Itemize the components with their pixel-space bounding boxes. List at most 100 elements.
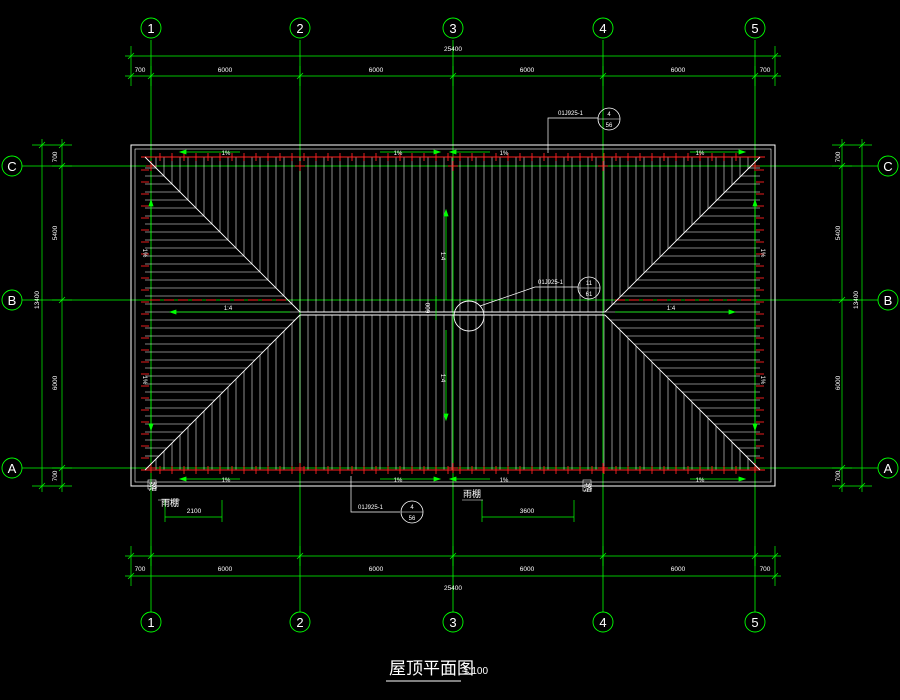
axis-bubble-top-5 bbox=[744, 17, 766, 39]
dim-tick-left-seg bbox=[58, 464, 66, 472]
left-dim-seg-1: 700 bbox=[52, 151, 59, 162]
dim-tick-bottom-overall bbox=[127, 572, 135, 580]
left-dim-seg-3: 6000 bbox=[52, 375, 59, 390]
right-dim-seg-2: 5400 bbox=[835, 225, 842, 240]
canopy-dim-right: 3600 bbox=[520, 508, 535, 515]
top-dim-seg-4: 6000 bbox=[520, 67, 535, 74]
axis-bubble-top-2 bbox=[289, 17, 311, 39]
arrow-roof-bottom-head bbox=[443, 413, 449, 422]
axis-bubble-left-C bbox=[1, 155, 23, 177]
arrow-eave-left-2-head bbox=[148, 423, 154, 432]
arrow-eave-bottom-1-head bbox=[178, 476, 187, 482]
dim-tick-left-seg bbox=[58, 296, 66, 304]
top-dim-seg-2: 6000 bbox=[218, 67, 233, 74]
gutter-marks bbox=[141, 153, 765, 474]
top-dim-seg-6: 700 bbox=[760, 67, 771, 74]
axis-label-left-B: B bbox=[8, 293, 17, 308]
arrow-roof-left-head bbox=[168, 309, 177, 315]
dim-tick-left-overall bbox=[38, 482, 46, 490]
axis-label-right-A: A bbox=[884, 461, 893, 476]
dim-tick-bottom-overall bbox=[771, 572, 779, 580]
arrow-eave-right-2-head bbox=[752, 423, 758, 432]
callout-sheet: 56 bbox=[409, 516, 416, 522]
top-dim-seg-5: 6000 bbox=[671, 67, 686, 74]
axis-bubble-right-C bbox=[877, 155, 899, 177]
roof-outline bbox=[130, 144, 776, 487]
callout-num: 4 bbox=[410, 505, 414, 511]
dim-tick-bottom-seg bbox=[147, 552, 155, 560]
downpipe-label-right: 落 bbox=[583, 482, 592, 493]
slope-eave-left-1: 1% bbox=[141, 249, 147, 258]
dim-tick-right-overall bbox=[858, 141, 866, 149]
downpipe-label-left: 落 bbox=[148, 481, 157, 492]
dim-tick-right-seg bbox=[838, 464, 846, 472]
dim-tick-left-overall bbox=[38, 141, 46, 149]
callout-ref: 01J925-1 bbox=[358, 505, 384, 511]
dim-tick-right-overall bbox=[858, 482, 866, 490]
axis-label-top-2: 2 bbox=[296, 21, 303, 36]
slope-eave-top-1: 1% bbox=[222, 151, 231, 157]
dim-tick-bottom-seg bbox=[771, 552, 779, 560]
axis-label-right-B: B bbox=[884, 293, 893, 308]
dimension-lines bbox=[32, 46, 872, 586]
dim-tick-top-seg bbox=[751, 72, 759, 80]
downpipe-right bbox=[582, 479, 592, 492]
axis-label-bottom-1: 1 bbox=[147, 615, 154, 630]
dim-tick-bottom-seg bbox=[127, 552, 135, 560]
right-overall-dim: 13400 bbox=[853, 291, 860, 309]
axis-bubble-bottom-2 bbox=[289, 611, 311, 633]
dimension-texts: 25400 700 6000 6000 6000 6000 700 700 60… bbox=[34, 46, 860, 592]
axis-bubble-right-A bbox=[877, 457, 899, 479]
dim-tick-right-seg bbox=[838, 296, 846, 304]
callout-ref: 01J925-1 bbox=[558, 111, 584, 117]
axis-bubble-bottom-3 bbox=[442, 611, 464, 633]
dim-tick-top-seg bbox=[296, 72, 304, 80]
left-overall-dim: 13400 bbox=[34, 291, 41, 309]
callout-ref: 01J925-1 bbox=[538, 280, 564, 286]
callout-leader bbox=[479, 286, 536, 307]
left-dim-seg-2: 5400 bbox=[52, 225, 59, 240]
callout-section-circle bbox=[453, 300, 485, 332]
drawing-title: 屋顶平面图 1:100 bbox=[386, 659, 488, 682]
slope-eave-top-4: 1% bbox=[696, 151, 705, 157]
axis-label-bottom-3: 3 bbox=[449, 615, 456, 630]
axis-label-bottom-4: 4 bbox=[599, 615, 606, 630]
right-dim-seg-4: 700 bbox=[835, 470, 842, 481]
dim-tick-top-overall bbox=[127, 52, 135, 60]
axis-bubble-top-4 bbox=[592, 17, 614, 39]
dim-tick-bottom-seg bbox=[449, 552, 457, 560]
dim-tick-right-seg bbox=[838, 141, 846, 149]
top-dim-seg-3: 6000 bbox=[369, 67, 384, 74]
dim-tick-bottom-seg bbox=[296, 552, 304, 560]
dim-tick-left-seg bbox=[58, 482, 66, 490]
detail-callout-top: 01J925-1 4 56 bbox=[547, 107, 621, 153]
dim-tick-top-seg bbox=[449, 72, 457, 80]
bottom-dim-seg-5: 6000 bbox=[671, 566, 686, 573]
axis-bubble-bottom-1 bbox=[140, 611, 162, 633]
axis-label-right-C: C bbox=[883, 159, 892, 174]
dim-tick-right-seg bbox=[838, 162, 846, 170]
axis-bubble-right-B bbox=[877, 289, 899, 311]
callout-num: 11 bbox=[586, 281, 593, 287]
slope-roof-bottom: 1:4 bbox=[439, 374, 445, 383]
axis-bubble-left-A bbox=[1, 457, 23, 479]
detail-callout-bottom: 01J925-1 4 56 bbox=[350, 476, 424, 524]
callout-num: 4 bbox=[607, 112, 611, 118]
hip-line-top-left bbox=[144, 156, 301, 313]
axis-label-left-A: A bbox=[8, 461, 17, 476]
bottom-dim-seg-1: 700 bbox=[135, 566, 146, 573]
dim-tick-left-seg bbox=[58, 141, 66, 149]
arrow-eave-bottom-2-head bbox=[433, 476, 442, 482]
bottom-overall-dim: 25400 bbox=[444, 585, 462, 592]
rain-shelter-label-right: 雨棚 bbox=[463, 488, 481, 499]
roof-ridges bbox=[144, 156, 761, 471]
dim-tick-left-seg bbox=[58, 162, 66, 170]
slope-eave-right-2: 1% bbox=[759, 376, 765, 385]
dim-tick-top-overall bbox=[771, 52, 779, 60]
axis-label-bottom-2: 2 bbox=[296, 615, 303, 630]
slope-eave-bottom-1: 1% bbox=[222, 478, 231, 484]
right-dim-seg-3: 6000 bbox=[835, 375, 842, 390]
callout-sheet: 61 bbox=[586, 292, 593, 298]
arrow-roof-top-head bbox=[443, 208, 449, 217]
slope-arrows bbox=[148, 149, 758, 482]
